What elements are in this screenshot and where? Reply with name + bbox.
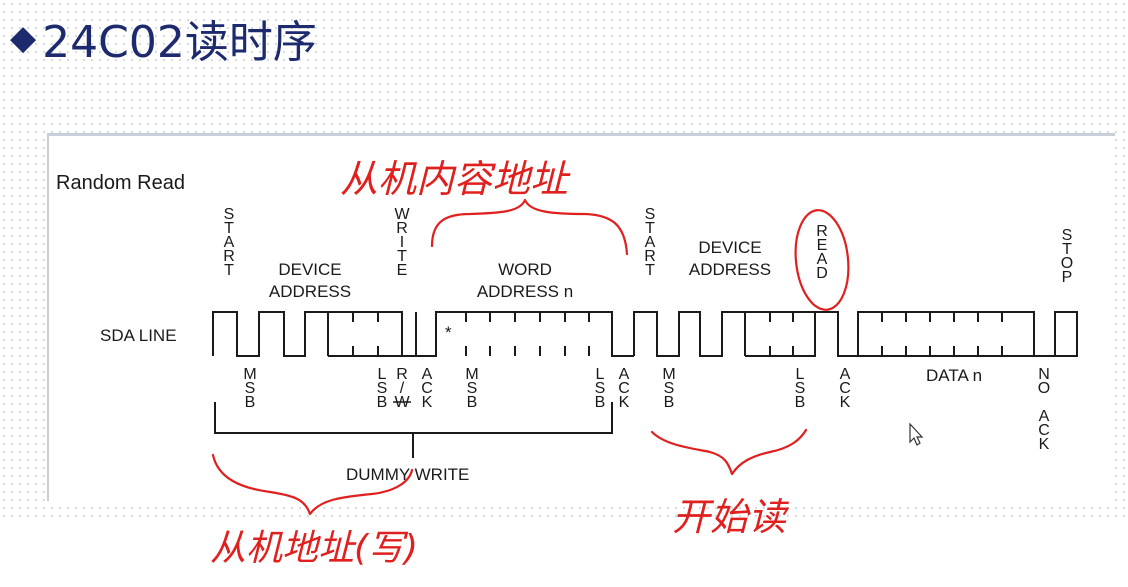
device-address-1-line2: ADDRESS <box>269 282 351 301</box>
label-stop-char-1: T <box>1062 241 1072 258</box>
label-msb3-char-0: M <box>662 366 675 383</box>
label-msb3-char-1: S <box>664 380 675 397</box>
label-ack3-char-2: K <box>840 394 851 411</box>
dummy-write-label: DUMMY WRITE <box>346 465 469 484</box>
label-msb2-char-1: S <box>467 380 478 397</box>
label-stop-char-3: P <box>1062 269 1073 286</box>
slide-bottom-area <box>0 517 1128 587</box>
label-ack3-char-0: A <box>840 366 851 383</box>
slide-title-text: 24C02读时序 <box>42 17 317 68</box>
data-n-label: DATA n <box>926 366 982 385</box>
device-address-2-line2: ADDRESS <box>689 260 771 279</box>
label-lsb2-char-0: L <box>596 366 605 383</box>
label-lsb1-char-1: S <box>377 380 388 397</box>
annotation-slave-address-write: 从机地址(写) <box>210 528 418 569</box>
label-ack1-char-0: A <box>422 366 433 383</box>
annotation-slave-internal-address: 从机内容地址 <box>340 157 571 201</box>
label-ack2-char-0: A <box>619 366 630 383</box>
label-lsb2-char-1: S <box>595 380 606 397</box>
label-write-char-2: I <box>400 234 404 251</box>
label-read-char-0: R <box>816 223 828 240</box>
label-msb1-char-1: S <box>245 380 256 397</box>
label-msb1-char-0: M <box>243 366 256 383</box>
label-rw-char-0: R <box>396 366 408 383</box>
label-read-char-1: E <box>817 237 828 254</box>
device-address-1-line1: DEVICE <box>278 260 341 279</box>
label-write-char-1: R <box>396 220 408 237</box>
label-write-char-0: W <box>394 206 410 223</box>
label-read-char-2: A <box>817 251 828 268</box>
label-write-char-4: E <box>397 262 408 279</box>
label-stop-char-2: O <box>1061 255 1073 272</box>
slide-title: ◆ 24C02读时序 <box>10 8 317 68</box>
read-circle <box>794 209 850 311</box>
asterisk-mark: * <box>445 323 452 342</box>
label-noack-char-5: K <box>1039 436 1050 453</box>
label-lsb3-char-0: L <box>796 366 805 383</box>
label-noack-char-1: O <box>1038 380 1050 397</box>
label-lsb1-char-0: L <box>378 366 387 383</box>
device-address-2-line1: DEVICE <box>698 238 761 257</box>
sda-waveform <box>212 311 1078 357</box>
label-stop-char-0: S <box>1062 227 1073 244</box>
label-ack1-char-2: K <box>422 394 433 411</box>
label-ack2-char-1: C <box>618 380 630 397</box>
diamond-bullet-icon: ◆ <box>10 18 37 58</box>
sda-line-label: SDA LINE <box>100 326 177 345</box>
label-start2-char-4: T <box>645 262 655 279</box>
slave-address-brace <box>211 453 414 516</box>
label-noack-char-4: C <box>1038 422 1050 439</box>
label-lsb3-char-2: B <box>795 394 806 411</box>
label-ack3-char-1: C <box>839 380 851 397</box>
label-msb1-char-2: B <box>245 394 256 411</box>
label-start1-char-2: A <box>224 234 235 251</box>
label-start2-char-2: A <box>645 234 656 251</box>
word-address-line2: ADDRESS n <box>477 282 573 301</box>
timing-figure-panel <box>47 133 1115 501</box>
label-msb3-char-2: B <box>664 394 675 411</box>
label-read-char-3: D <box>816 265 828 282</box>
word-address-line1: WORD <box>498 260 552 279</box>
label-noack-char-3: A <box>1039 408 1050 425</box>
label-start2-char-1: T <box>645 220 655 237</box>
label-lsb1-char-2: B <box>377 394 388 411</box>
dummy-write-bracket <box>214 402 613 458</box>
label-start1-char-1: T <box>224 220 234 237</box>
figure-caption: Random Read <box>56 172 185 194</box>
label-ack2-char-2: K <box>619 394 630 411</box>
label-msb2-char-2: B <box>467 394 478 411</box>
label-start1-char-0: S <box>224 206 235 223</box>
vertical-labels: STARTWRITESTARTREADSTOPMSBLSBR/WACKMSBLS… <box>223 206 1073 453</box>
label-start1-char-3: R <box>223 248 235 265</box>
label-rw-char-1: / <box>400 380 405 397</box>
label-lsb2-char-2: B <box>595 394 606 411</box>
annotation-start-read: 开始读 <box>672 495 790 539</box>
label-noack-char-0: N <box>1038 366 1050 383</box>
label-ack1-char-1: C <box>421 380 433 397</box>
start-read-brace <box>650 428 808 476</box>
label-start2-char-3: R <box>644 248 656 265</box>
word-address-brace <box>430 198 629 256</box>
handwritten-annotations <box>211 198 850 516</box>
label-msb2-char-0: M <box>465 366 478 383</box>
label-start2-char-0: S <box>645 206 656 223</box>
label-start1-char-4: T <box>224 262 234 279</box>
label-lsb3-char-1: S <box>795 380 806 397</box>
label-write-char-3: T <box>397 248 407 265</box>
mouse-cursor-icon <box>909 422 924 446</box>
